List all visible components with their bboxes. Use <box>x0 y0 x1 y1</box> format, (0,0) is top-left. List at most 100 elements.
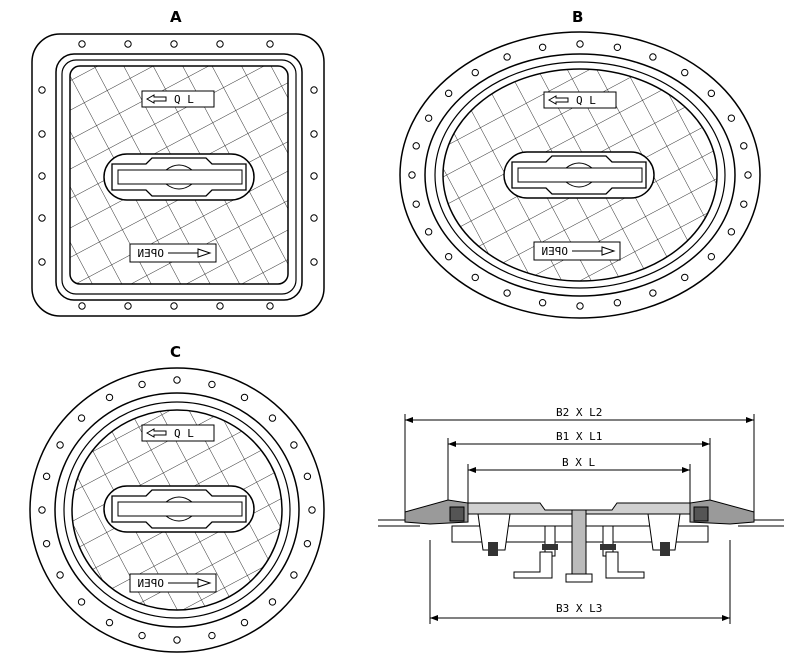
bolt-hole <box>538 43 547 51</box>
bolt-hole <box>56 571 64 579</box>
bolt-hole <box>310 172 318 180</box>
flange-b <box>399 31 761 319</box>
bolt-hole <box>424 228 433 236</box>
bolt-hole <box>216 302 224 310</box>
bolt-hole <box>173 636 181 644</box>
bolt-hole <box>42 472 51 481</box>
coaming-a-outer <box>55 53 303 301</box>
dim-bl: B X L <box>467 456 691 503</box>
bolt-hole <box>78 302 86 310</box>
bolt-hole <box>471 68 479 77</box>
tag-ql-text: Q L <box>174 93 194 106</box>
bolt-hole <box>310 258 318 266</box>
bolt-hole <box>412 200 420 208</box>
bolt-hole <box>56 441 64 449</box>
bolt-hole <box>266 40 274 48</box>
label-c: C <box>170 343 181 361</box>
coaming-b-outer <box>424 53 736 297</box>
view-b: B Q L OPEN <box>399 8 761 319</box>
tag-open-text-b: OPEN <box>542 245 569 258</box>
bolt-hole <box>444 252 453 261</box>
bolt-hole <box>38 506 46 514</box>
bolt-hole <box>613 43 622 51</box>
flange-c <box>29 367 325 653</box>
view-a: A Q L OPEN <box>31 8 325 317</box>
tag-ql-b: Q L <box>543 91 617 109</box>
tag-open-text: OPEN <box>138 247 165 260</box>
bolt-hole <box>42 539 51 548</box>
bolt-hole <box>124 40 132 48</box>
coaming-c-inner <box>63 401 291 619</box>
bolt-hole <box>444 89 453 98</box>
bolt-hole <box>78 40 86 48</box>
gasket-left <box>449 506 465 522</box>
bolt-hole <box>649 53 657 61</box>
bolt-hole <box>240 618 249 627</box>
bolt-hole <box>303 539 312 548</box>
dim-bl-text: B X L <box>562 456 595 469</box>
bolt-hole <box>38 86 46 94</box>
bolt-hole <box>424 114 433 122</box>
spindle <box>571 509 587 583</box>
bolt-hole <box>77 598 86 606</box>
bolt-hole <box>412 142 420 150</box>
bolt-hole <box>240 393 249 402</box>
bolt-hole <box>138 631 146 640</box>
dim-b2l2: B2 X L2 <box>404 406 755 512</box>
bolt-hole <box>77 414 86 422</box>
tag-open-a: OPEN <box>129 243 217 263</box>
stiffener-right <box>647 513 681 551</box>
bolt-hole <box>707 89 716 98</box>
bolt-holes-b <box>408 40 752 310</box>
bolt-hole <box>681 273 689 282</box>
bolt-hole <box>744 171 752 179</box>
gasket-right <box>693 506 709 522</box>
bolt-hole <box>408 171 416 179</box>
bolt-hole <box>290 441 298 449</box>
bolt-hole <box>290 571 298 579</box>
bolt-hole <box>727 114 736 122</box>
bolt-hole <box>576 302 584 310</box>
dim-b2l2-text: B2 X L2 <box>556 406 602 419</box>
bolt-hole <box>471 273 479 282</box>
tag-open-b: OPEN <box>533 241 621 261</box>
bolt-hole <box>681 68 689 77</box>
stiffener-left <box>477 513 511 551</box>
bolt-hole <box>503 53 511 61</box>
bolt-hole <box>266 302 274 310</box>
bolt-hole <box>124 302 132 310</box>
view-c: C Q L OPEN <box>29 343 325 653</box>
bolt-hole <box>38 172 46 180</box>
bolt-hole <box>740 200 748 208</box>
cover-plate-section <box>467 502 691 515</box>
bolt-hole <box>310 130 318 138</box>
bolt-hole <box>208 380 216 389</box>
coaming-a-inner <box>61 59 297 295</box>
section-view: B2 X L2 B1 X L1 B X L B3 X L3 <box>378 406 784 624</box>
coaming-b-inner <box>434 61 726 289</box>
bolt-hole <box>173 376 181 384</box>
dim-b1l1: B1 X L1 <box>447 430 711 500</box>
bolt-hole <box>216 40 224 48</box>
flange-a <box>31 33 325 317</box>
bolt-hole <box>310 214 318 222</box>
tag-ql-text-b: Q L <box>576 94 596 107</box>
tag-ql-text-c: Q L <box>174 427 194 440</box>
bolt-hole <box>538 299 547 307</box>
bolt-hole <box>310 86 318 94</box>
bolt-hole <box>303 472 312 481</box>
bolt-hole <box>740 142 748 150</box>
bolt-hole <box>649 289 657 297</box>
bolt-hole <box>503 289 511 297</box>
tag-ql-c: Q L <box>141 424 215 442</box>
cleat-right <box>605 551 645 579</box>
bolt-hole <box>105 393 114 402</box>
bolt-holes-a <box>38 40 318 310</box>
tag-open-text-c: OPEN <box>138 577 165 590</box>
label-a: A <box>170 8 182 26</box>
bolt-hole <box>268 414 277 422</box>
tag-ql-a: Q L <box>141 90 215 108</box>
dim-b3l3: B3 X L3 <box>429 540 731 624</box>
bolt-holes-c <box>38 376 316 644</box>
